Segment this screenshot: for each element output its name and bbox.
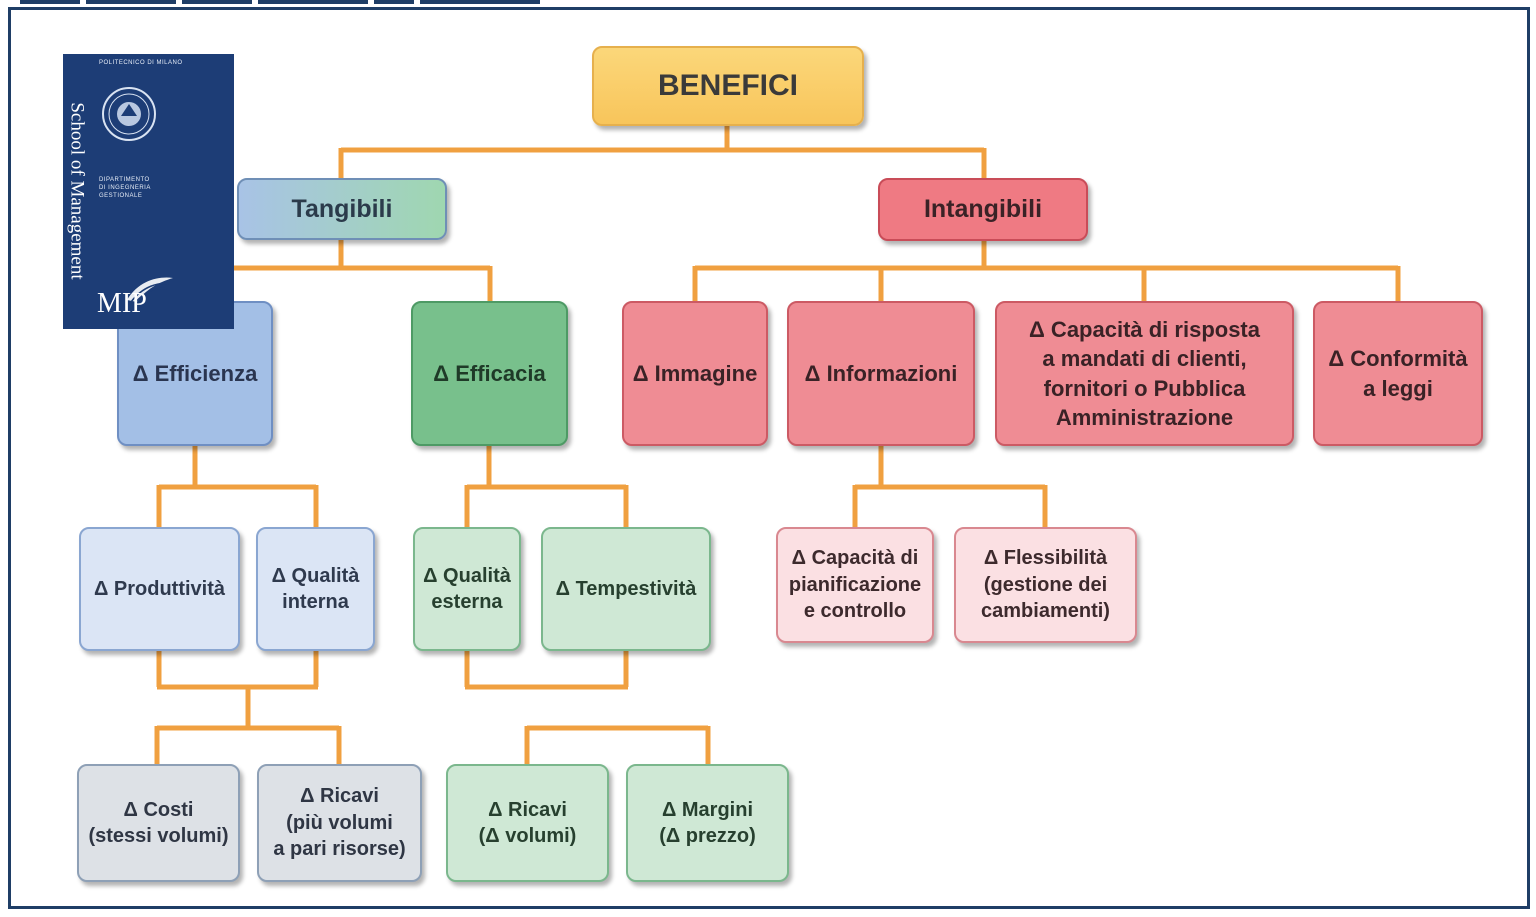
node-benefici: BENEFICI [592, 46, 864, 126]
line: (stessi volumi) [88, 825, 229, 847]
slide-frame [8, 7, 1530, 909]
node-immagine: Δ Immagine [622, 301, 768, 446]
line: Δ Conformità [1328, 346, 1468, 372]
node-conformita: Δ Conformità a leggi [1313, 301, 1483, 446]
node-costi: Δ Costi (stessi volumi) [77, 764, 240, 882]
line: e controllo [803, 600, 907, 623]
line: Δ Capacità di risposta [1029, 317, 1260, 343]
line: (Δ prezzo) [659, 825, 756, 847]
node-benefici-label: BENEFICI [657, 69, 798, 103]
cropped-heading-fragment [20, 0, 670, 6]
node-margini: Δ Margini (Δ prezzo) [626, 764, 789, 882]
node-qualita-interna-label: Δ Qualità interna [272, 563, 360, 616]
node-margini-label: Δ Margini (Δ prezzo) [659, 797, 756, 850]
mip-brand-text: MIP [97, 288, 147, 319]
logo-department: DIPARTIMENTO DI INGEGNERIA GESTIONALE [99, 176, 151, 200]
node-capacita-risposta-label: Δ Capacità di risposta a mandati di clie… [1029, 315, 1260, 431]
node-flessibilita: Δ Flessibilità (gestione dei cambiamenti… [954, 527, 1137, 643]
node-qualita-esterna: Δ Qualità esterna [413, 527, 521, 651]
node-efficacia-label: Δ Efficacia [433, 360, 546, 386]
line: esterna [431, 591, 503, 613]
logo-vertical-text: School of Management [65, 60, 89, 322]
node-costi-label: Δ Costi (stessi volumi) [88, 797, 228, 850]
mip-logo: School of Management POLITECNICO DI MILA… [63, 54, 234, 329]
node-flessibilita-label: Δ Flessibilità (gestione dei cambiamenti… [981, 545, 1110, 624]
node-informazioni-label: Δ Informazioni [804, 360, 958, 386]
node-efficacia: Δ Efficacia [411, 301, 568, 446]
node-qualita-interna: Δ Qualità interna [256, 527, 375, 651]
node-intangibili: Intangibili [878, 178, 1088, 241]
line: Amministrazione [1055, 404, 1234, 430]
node-produttivita: Δ Produttività [79, 527, 240, 651]
line: Δ Capacità di [791, 547, 919, 570]
line: a pari risorse) [273, 838, 406, 861]
node-capacita-risposta: Δ Capacità di risposta a mandati di clie… [995, 301, 1294, 446]
node-conformita-label: Δ Conformità a leggi [1328, 344, 1467, 402]
line: pianificazione [788, 573, 922, 596]
line: a mandati di clienti, [1042, 346, 1247, 372]
line: Δ Ricavi [300, 785, 379, 808]
node-ricavi-label: Δ Ricavi (Δ volumi) [479, 797, 577, 850]
mip-swoosh-icon [127, 277, 173, 304]
node-efficienza-label: Δ Efficienza [132, 360, 258, 386]
node-pianificazione-label: Δ Capacità di pianificazione e controllo [789, 545, 921, 624]
node-tangibili-label: Tangibili [291, 194, 393, 223]
line: (gestione dei [983, 573, 1108, 596]
node-produttivita-label: Δ Produttività [93, 577, 226, 600]
node-tempestivita-label: Δ Tempestività [555, 577, 697, 600]
line: GESTIONALE [99, 193, 143, 200]
node-tangibili: Tangibili [237, 178, 447, 240]
line: DIPARTIMENTO [99, 177, 150, 183]
line: cambiamenti) [981, 600, 1110, 623]
line: Δ Margini [661, 798, 754, 821]
line: Δ Costi [123, 798, 194, 821]
node-immagine-label: Δ Immagine [632, 360, 758, 386]
line: (più volumi [286, 811, 393, 834]
line: fornitori o Pubblica [1043, 375, 1246, 401]
logo-vertical-text-label: School of Management [67, 102, 89, 280]
line: DI INGEGNERIA [99, 185, 151, 192]
node-tempestivita: Δ Tempestività [541, 527, 711, 651]
line: (Δ volumi) [478, 825, 577, 847]
node-ricavi: Δ Ricavi (Δ volumi) [446, 764, 609, 882]
line: interna [282, 591, 349, 613]
node-pianificazione: Δ Capacità di pianificazione e controllo [776, 527, 934, 643]
university-seal-icon [102, 87, 156, 141]
logo-university: POLITECNICO DI MILANO [99, 60, 183, 66]
line: a leggi [1363, 375, 1433, 401]
node-intangibili-label: Intangibili [923, 195, 1043, 223]
line: Δ Ricavi [488, 798, 567, 821]
line: Δ Flessibilità [983, 547, 1108, 570]
node-ricavi-volumi-label: Δ Ricavi (più volumi a pari risorse) [273, 783, 405, 862]
top-band [0, 0, 1536, 7]
mip-brand-mark: MIP [97, 272, 177, 320]
node-qualita-esterna-label: Δ Qualità esterna [423, 563, 511, 616]
node-informazioni: Δ Informazioni [787, 301, 975, 446]
line: Δ Qualità [271, 564, 360, 587]
line: Δ Qualità [423, 564, 511, 587]
node-ricavi-volumi: Δ Ricavi (più volumi a pari risorse) [257, 764, 422, 882]
